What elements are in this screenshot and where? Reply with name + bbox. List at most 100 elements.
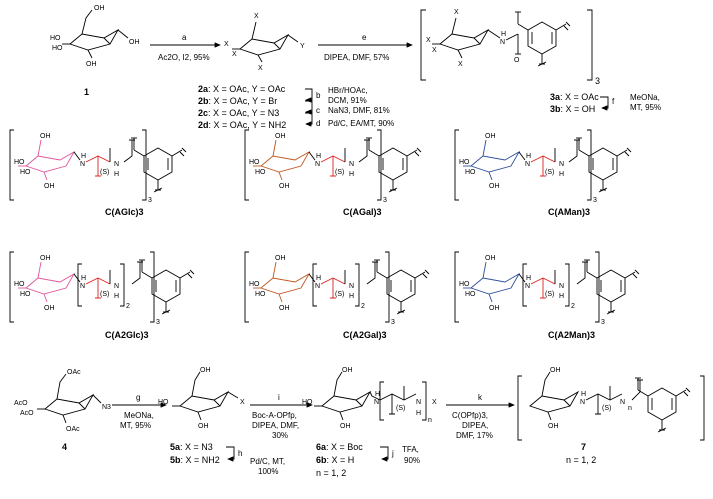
sugar-ring-man: OH OH HO HO — [459, 255, 520, 312]
step-e-conditions: DIPEA, DMF, 57% — [324, 53, 389, 62]
x-label: X — [432, 399, 437, 406]
cmp-2c: 2c — [198, 108, 208, 118]
step-a-arrow: a Ac2O, I2, 95% — [150, 33, 221, 62]
caption-c-a2gal3: C(A2Gal)3 — [343, 330, 387, 340]
oac-label: OAc — [66, 426, 80, 433]
x-label: X — [224, 41, 229, 48]
ho-label: HO — [459, 281, 470, 288]
n-label: N — [559, 161, 564, 168]
oh-label: OH — [489, 305, 500, 312]
cmp-2d-def: : X = OAc, Y = NH2 — [209, 120, 287, 130]
x-label: X — [426, 37, 431, 44]
svg-text:6b: X = H: 6b: X = H — [316, 455, 354, 465]
ho-label: HO — [158, 399, 169, 406]
subscript-3: 3 — [391, 319, 395, 326]
n-label: N — [500, 39, 505, 46]
s-stereo-label: (S) — [396, 405, 405, 412]
n-label: N — [349, 283, 354, 290]
h-label: H — [526, 275, 531, 282]
h-label: H — [349, 171, 354, 178]
compound-1-label: 1 — [84, 87, 89, 97]
s-stereo-label: (S) — [335, 291, 344, 298]
oh-label: OH — [340, 423, 351, 430]
s-stereo-label: (S) — [545, 169, 554, 176]
step-h-letter: h — [238, 449, 242, 458]
cmp-5b: 5b — [170, 455, 181, 465]
x-label: X — [254, 13, 259, 20]
n-range-6: n = 1, 2 — [316, 468, 346, 478]
cmp-2a: 2a — [198, 84, 209, 94]
h-label: H — [114, 171, 119, 178]
o-label: O — [514, 57, 520, 64]
cmp-2b: 2b — [198, 96, 209, 106]
subscript-2: 2 — [571, 303, 575, 310]
ho-label: HO — [20, 169, 31, 176]
compound-6-structure: OH OH HO N H (S) N H n X — [302, 367, 437, 430]
aco-label: AcO — [20, 410, 34, 417]
x-label: X — [458, 61, 463, 68]
n-label: N — [80, 161, 85, 168]
step-j-conditions-2: 90% — [404, 456, 420, 465]
n-subscript: n — [628, 405, 632, 412]
oh-label: OH — [94, 5, 105, 12]
ho-label: HO — [302, 399, 313, 406]
step-f-conditions-2: MT, 95% — [630, 103, 661, 112]
cmp-6b-def: : X = H — [327, 455, 355, 465]
svg-text:2c: X = OAc, Y = N3: 2c: X = OAc, Y = N3 — [198, 108, 279, 118]
step-a-letter: a — [182, 33, 187, 42]
compound-1-structure: OH OH OH HO HO 1 — [50, 5, 140, 97]
step-g-letter: g — [136, 393, 140, 402]
svg-text:5a: X = N3: 5a: X = N3 — [170, 442, 213, 452]
ho-label: HO — [255, 291, 266, 298]
svg-text:2d: X = OAc, Y = NH2: 2d: X = OAc, Y = NH2 — [198, 120, 286, 130]
oh-label: OH — [485, 255, 496, 262]
h-label: H — [349, 293, 354, 300]
ho-label: HO — [20, 291, 31, 298]
ho-label: HO — [459, 159, 470, 166]
oh-label: OH — [489, 183, 500, 190]
compound-2-structure: X Y X X X — [224, 13, 305, 72]
cmp-2a-def: : X = OAc, Y = OAc — [208, 84, 286, 94]
compound-7-structure: OH OH N H (S) N n 7 n = 1, 2 — [517, 367, 705, 465]
subscript-3: 3 — [601, 319, 605, 326]
ho-label: HO — [465, 291, 476, 298]
n3-label: N3 — [102, 404, 111, 411]
cmp-3a: 3a — [550, 92, 561, 102]
n-label: N — [525, 283, 530, 290]
row-2-conjugates: OHOHHOHONH(S)NH3OHOHHOHONH(S)NH3OHOHHOHO… — [9, 129, 632, 204]
subscript-2: 2 — [361, 303, 365, 310]
series-2-list: 2a: X = OAc, Y = OAc 2b: X = OAc, Y = Br… — [198, 84, 286, 130]
ho-label: HO — [52, 45, 63, 52]
oh-label: OH — [342, 367, 353, 374]
compound-4-structure: OAc N3 OAc AcO AcO 4 — [14, 369, 111, 452]
cmp-2b-def: : X = OAc, Y = Br — [209, 96, 278, 106]
step-k-conditions-2: DIPEA, — [462, 421, 488, 430]
ho-label: HO — [14, 281, 25, 288]
oh-label: OH — [275, 133, 286, 140]
step-i-arrow: i Boc-A-OPfp, DIPEA, DMF, 30% — [250, 393, 313, 440]
step-e-letter: e — [362, 33, 367, 42]
compound-4-label: 4 — [62, 442, 67, 452]
s-stereo-label: (S) — [602, 405, 611, 412]
step-e-arrow: e DIPEA, DMF, 57% — [318, 33, 413, 62]
series-3-list: 3a: X = OAc 3b: X = OH f MeONa, MT, 95% — [550, 92, 661, 114]
step-b-conditions-1: HBr/HOAc, — [328, 86, 368, 95]
compound-5-structure: OH X OH HO — [158, 367, 245, 430]
oh-label: OH — [44, 183, 55, 190]
cmp-2d: 2d — [198, 120, 209, 130]
ho-label: HO — [255, 169, 266, 176]
n-range-7: n = 1, 2 — [566, 455, 596, 465]
step-a-conditions: Ac2O, I2, 95% — [158, 53, 210, 62]
subscript-2: 2 — [126, 303, 130, 310]
step-k-conditions-3: DMF, 17% — [456, 431, 493, 440]
n-label: N — [374, 399, 379, 406]
n-label: N — [114, 283, 119, 290]
step-g-conditions-1: MeONa, — [124, 411, 154, 420]
